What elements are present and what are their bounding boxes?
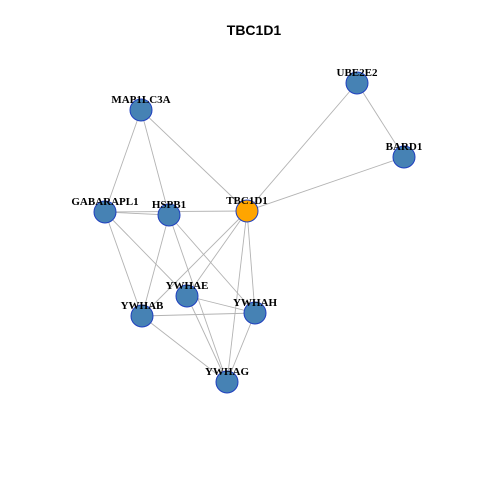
edge-map1lc3a-hspb1 xyxy=(140,109,170,216)
node-label-ywhae: YWHAE xyxy=(166,280,209,292)
edge-hspb1-ywhab xyxy=(141,214,170,317)
edge-map1lc3a-tbc1d1 xyxy=(140,109,248,212)
edge-ywhab-ywhag xyxy=(141,315,228,383)
edge-ywhab-ywhah xyxy=(141,312,256,317)
edge-tbc1d1-ywhah xyxy=(246,210,256,314)
node-gabarapl1 xyxy=(93,200,117,224)
node-ube2e2 xyxy=(345,71,369,95)
edge-ube2e2-tbc1d1 xyxy=(246,82,358,212)
node-ywhag xyxy=(215,370,239,394)
node-label-bard1: BARD1 xyxy=(386,141,423,153)
node-tbc1d1 xyxy=(235,199,259,223)
edge-tbc1d1-ywhag xyxy=(226,210,248,383)
node-ywhae xyxy=(175,284,199,308)
edge-layer xyxy=(104,82,405,383)
node-ywhab xyxy=(130,304,154,328)
node-label-gabarapl1: GABARAPL1 xyxy=(71,196,138,208)
edge-ywhae-ywhag xyxy=(186,295,228,383)
edge-ube2e2-bard1 xyxy=(356,82,405,158)
node-label-ywhag: YWHAG xyxy=(205,366,249,378)
edge-hspb1-ywhah xyxy=(168,214,256,314)
node-bard1 xyxy=(392,145,416,169)
node-label-tbc1d1: TBC1D1 xyxy=(226,195,268,207)
node-layer xyxy=(93,71,416,394)
edge-ywhae-ywhah xyxy=(186,295,256,314)
edge-map1lc3a-gabarapl1 xyxy=(104,109,142,213)
edge-gabarapl1-ywhae xyxy=(104,211,188,297)
node-label-ywhah: YWHAH xyxy=(233,297,277,309)
node-hspb1 xyxy=(157,203,181,227)
diagram-title: TBC1D1 xyxy=(227,22,282,38)
node-label-hspb1: HSPB1 xyxy=(152,199,186,211)
node-map1lc3a xyxy=(129,98,153,122)
node-label-ube2e2: UBE2E2 xyxy=(337,67,378,79)
node-label-map1lc3a: MAP1LC3A xyxy=(111,94,170,106)
edge-bard1-tbc1d1 xyxy=(246,156,405,212)
node-ywhah xyxy=(243,301,267,325)
edge-gabarapl1-ywhab xyxy=(104,211,143,317)
node-label-ywhab: YWHAB xyxy=(121,300,164,312)
edge-tbc1d1-ywhab xyxy=(141,210,248,317)
edge-tbc1d1-ywhae xyxy=(186,210,248,297)
edge-ywhah-ywhag xyxy=(226,312,256,383)
